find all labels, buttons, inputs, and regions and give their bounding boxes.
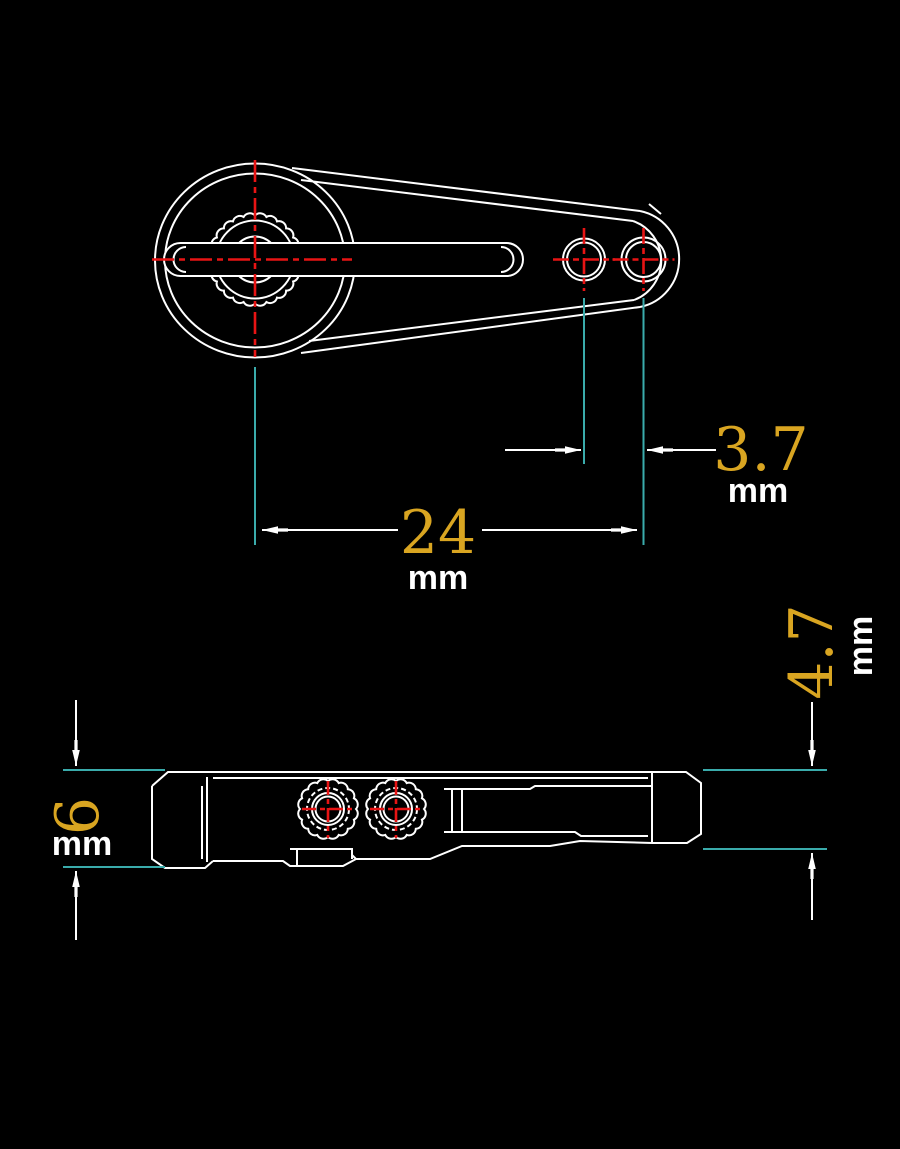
top-view: 3.7 mm 24 mm — [152, 160, 809, 597]
top-view-extension-lines — [254, 298, 645, 545]
arm-bottom-inner-edge — [308, 299, 635, 342]
side-view-centerlines — [302, 781, 423, 838]
arm-top-inner-edge — [300, 179, 634, 222]
side-view-extension-lines — [63, 769, 827, 868]
top-view-centerlines — [152, 160, 675, 357]
side-bottom-silhouette — [213, 839, 653, 867]
dim-4-7-unit: mm — [842, 616, 880, 676]
side-mid-top-edge — [471, 785, 651, 790]
dim-3-7-value: 3.7 — [713, 415, 808, 485]
arm-tip-notch — [648, 203, 662, 215]
dimension-hub-height: 6 mm — [43, 700, 113, 940]
side-bottom-step — [290, 848, 357, 865]
dim-6-unit: mm — [52, 825, 112, 863]
dimension-hub-to-outer-hole: 24 mm — [262, 498, 637, 597]
dimension-hole-spacing: 3.7 mm — [505, 415, 809, 510]
dim-24-value: 24 — [400, 498, 476, 568]
side-boss-left-teeth — [297, 778, 359, 840]
dim-6-value: 6 — [43, 797, 113, 835]
side-view: 6 mm 4.7 mm — [43, 604, 880, 940]
dim-24-unit: mm — [408, 559, 468, 597]
slot-right-cap-inner-arc — [500, 246, 515, 273]
side-view-outline — [151, 771, 702, 869]
side-mid-bottom-edge — [471, 831, 648, 837]
arm-bottom-outer-edge — [300, 306, 641, 354]
side-top-silhouette — [151, 771, 702, 844]
dimension-arm-thickness: 4.7 mm — [777, 604, 880, 920]
side-slot-section — [444, 788, 471, 833]
side-hub-block-left — [151, 786, 214, 869]
side-boss-right-teeth — [365, 778, 427, 840]
dim-3-7-unit: mm — [728, 472, 788, 510]
arm-tip-outer-arc — [639, 210, 681, 308]
dim-4-7-value: 4.7 — [777, 604, 847, 699]
arm-top-outer-edge — [291, 167, 641, 212]
